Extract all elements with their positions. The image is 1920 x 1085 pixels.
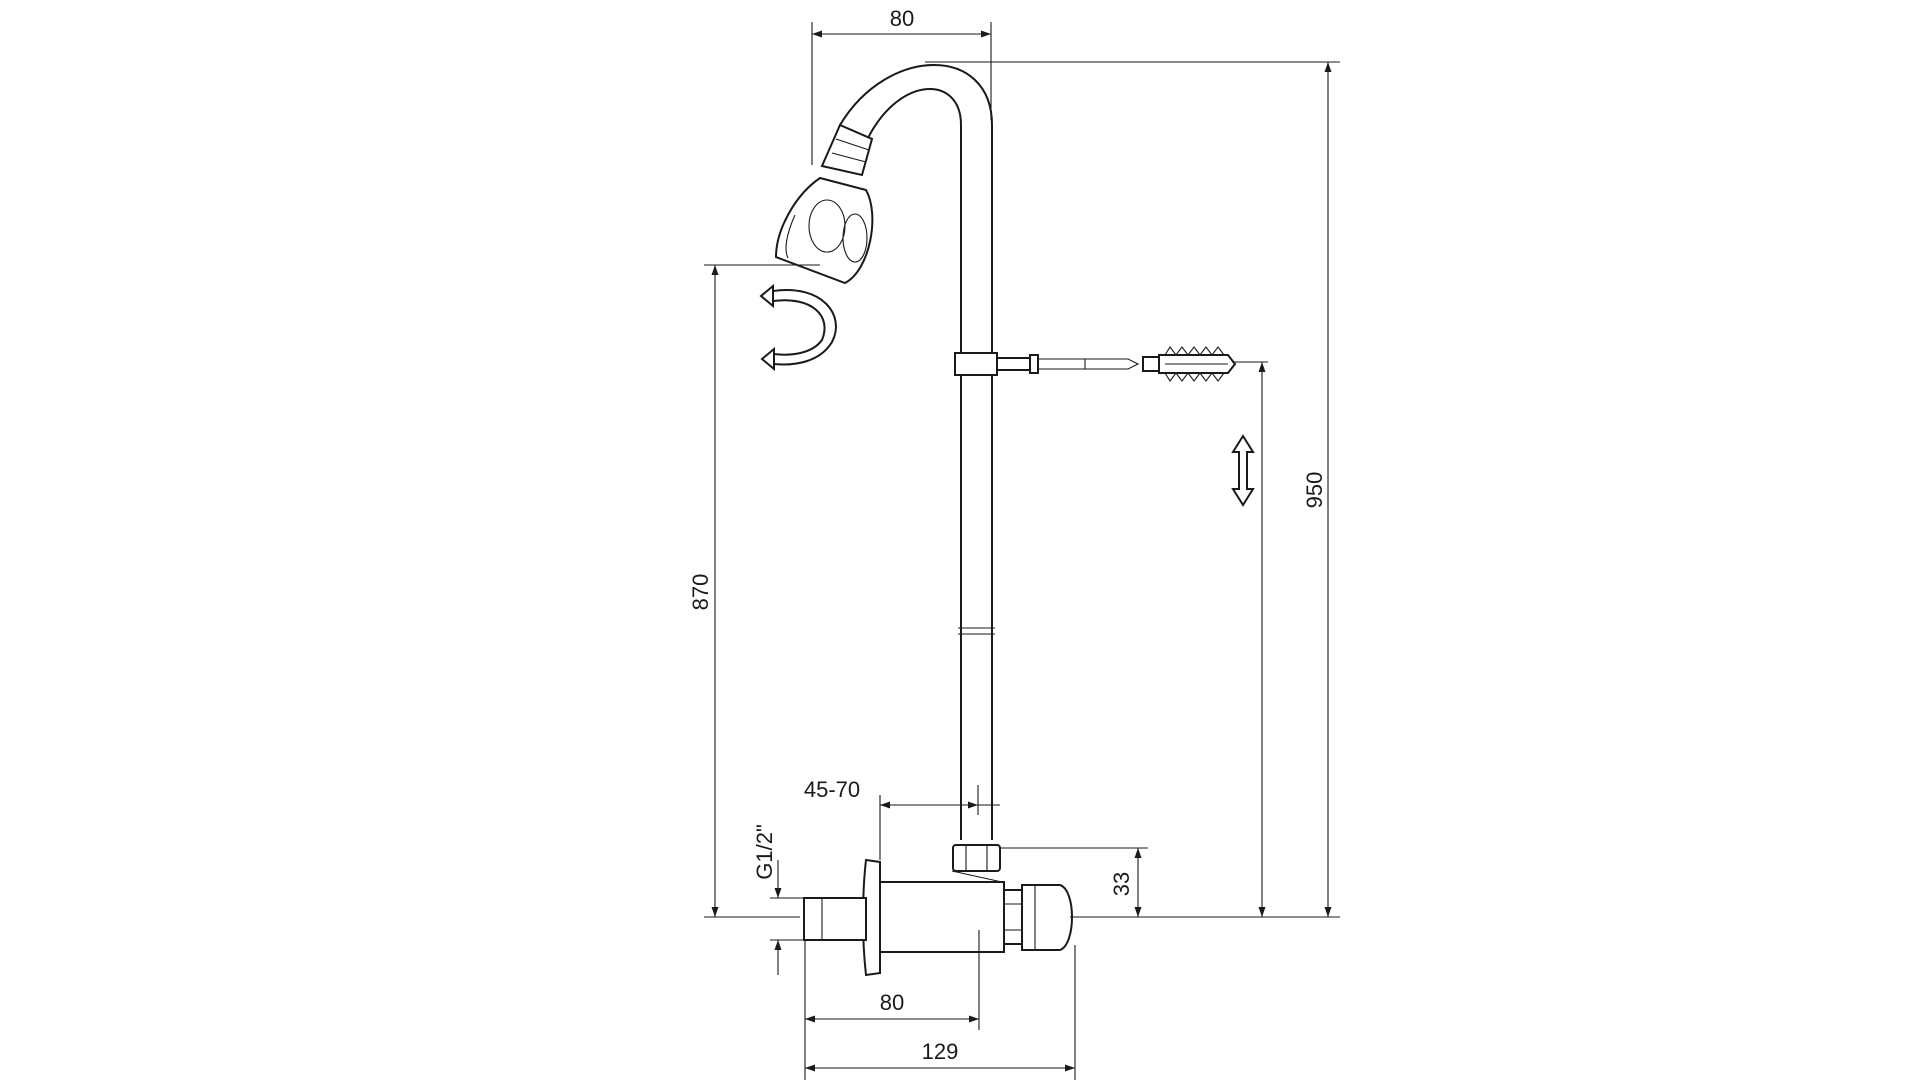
shower-pipe	[839, 64, 995, 840]
shower-head	[774, 123, 874, 285]
vertical-adjust-arrow-icon	[1231, 434, 1255, 507]
dimension-bottom-inner-label: 80	[880, 990, 904, 1015]
dimension-total-height: 950	[925, 61, 1340, 918]
dimension-bracket-height	[1232, 361, 1268, 917]
dimension-head-height: 870	[688, 264, 820, 918]
dimension-top-width: 80	[811, 6, 992, 165]
dimension-total-height-label: 950	[1302, 472, 1327, 509]
dimension-top-width-label: 80	[890, 6, 914, 31]
valve-assembly	[803, 844, 1073, 977]
dimension-valve-height-label: 33	[1109, 872, 1134, 896]
dimension-head-height-label: 870	[688, 574, 713, 611]
dimension-valve-height: 33	[1000, 847, 1148, 917]
dimension-thread: G1/2"	[752, 824, 804, 975]
wall-bracket	[954, 352, 1140, 376]
dimension-thread-label: G1/2"	[752, 824, 777, 880]
dimension-bottom-total: 129	[805, 945, 1076, 1082]
rotate-arrow-icon	[759, 283, 837, 372]
wall-plug	[1142, 346, 1237, 382]
dimension-wall-range-label: 45-70	[804, 777, 860, 802]
dimension-bottom-total-label: 129	[922, 1039, 959, 1064]
dimension-bottom-inner: 80	[804, 930, 980, 1082]
dimension-wall-range: 45-70	[804, 777, 1000, 860]
